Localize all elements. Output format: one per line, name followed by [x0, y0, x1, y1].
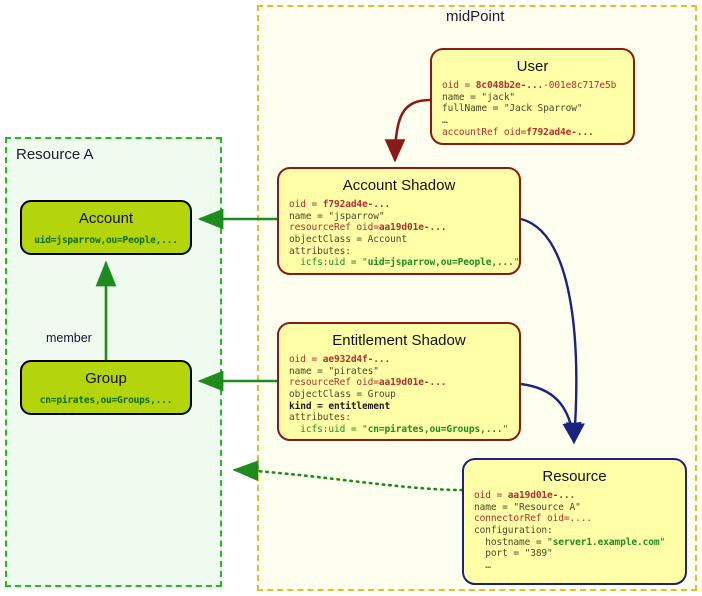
entitlement-shadow-box-body: oid = ae932d4f-...name = "pirates"resour… — [289, 354, 509, 435]
account-box-dn: uid=jsparrow,ou=People,... — [34, 234, 178, 246]
user-box-title: User — [516, 58, 549, 75]
resource-a-panel-title: Resource A — [16, 146, 94, 163]
entitlement-shadow-box-title: Entitlement Shadow — [332, 332, 466, 349]
account-shadow-box-title: Account Shadow — [342, 177, 456, 194]
account-box[interactable]: Account uid=jsparrow,ou=People,... — [20, 200, 192, 255]
member-edge-label: member — [46, 331, 92, 345]
resource-box-title: Resource — [542, 468, 607, 485]
resource-box[interactable]: Resource oid = aa19d01e-...name = "Resou… — [462, 458, 687, 585]
account-shadow-box[interactable]: Account Shadow oid = f792ad4e-...name = … — [277, 167, 521, 275]
resource-box-body: oid = aa19d01e-...name = "Resource A"con… — [474, 490, 666, 571]
account-shadow-box-body: oid = f792ad4e-...name = "jsparrow"resou… — [289, 199, 520, 269]
midpoint-panel-title: midPoint — [446, 8, 505, 25]
account-box-title: Account — [78, 210, 134, 227]
group-box-dn: cn=pirates,ou=Groups,... — [39, 394, 173, 406]
group-box[interactable]: Group cn=pirates,ou=Groups,... — [20, 360, 192, 415]
group-box-title: Group — [85, 370, 127, 387]
entitlement-shadow-box[interactable]: Entitlement Shadow oid = ae932d4f-...nam… — [277, 322, 521, 441]
